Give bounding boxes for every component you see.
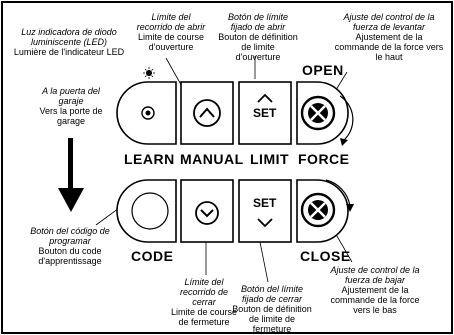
close-set-label: SET [253, 196, 277, 210]
open-set-limit-button[interactable] [238, 81, 292, 145]
learn-label: LEARN [124, 151, 175, 167]
close-set-caption: Botón del límite fijado de cerrar Bouton… [232, 284, 312, 334]
force-up-caption: Ajuste del control de la fuerza de levan… [334, 12, 444, 62]
rotate-arrow-icon [325, 179, 351, 207]
chevron-up-icon [193, 99, 221, 127]
code-label: CODE [131, 248, 174, 264]
force-down-adjust-button[interactable] [296, 179, 354, 243]
chevron-down-icon [195, 201, 219, 225]
garage-direction-caption: A la puerta del garaje Vers la porte de … [39, 86, 103, 126]
code-learn-button[interactable] [116, 179, 177, 243]
limit-label: LIMIT [250, 151, 290, 167]
close-label: CLOSE [300, 248, 351, 264]
chevron-up-icon [257, 93, 273, 103]
open-label: OPEN [302, 62, 344, 78]
close-travel-limit-button[interactable] [180, 179, 234, 243]
led-button-area [116, 81, 177, 145]
force-adjust-knob-icon [300, 192, 336, 228]
down-arrow-icon [58, 138, 84, 212]
sun-icon [143, 67, 155, 79]
code-caption: Botón del código de programar Bouton du … [30, 226, 110, 266]
rotate-arrow-icon [339, 95, 354, 141]
led-light-icon [141, 106, 155, 120]
force-down-caption: Ajuste de control de la fuerza de bajar … [330, 265, 420, 315]
close-travel-caption: Límite del recorrido de cerrar Limite de… [170, 277, 238, 327]
force-up-adjust-button[interactable] [296, 81, 354, 146]
open-set-label: SET [253, 106, 277, 120]
open-travel-limit-button[interactable] [180, 81, 234, 145]
led-caption: Luz indicadora de diodo luminiscente (LE… [13, 27, 125, 57]
force-adjust-knob-icon [300, 95, 336, 131]
open-travel-caption: Límite del recorrido de abrir Limite de … [136, 12, 206, 52]
close-set-limit-button[interactable] [238, 179, 292, 243]
chevron-down-icon [257, 218, 273, 228]
manual-label: MANUAL [180, 151, 244, 167]
force-label: FORCE [298, 151, 350, 167]
open-set-caption: Botón de límite fijado de abrir Bouton d… [218, 12, 298, 62]
